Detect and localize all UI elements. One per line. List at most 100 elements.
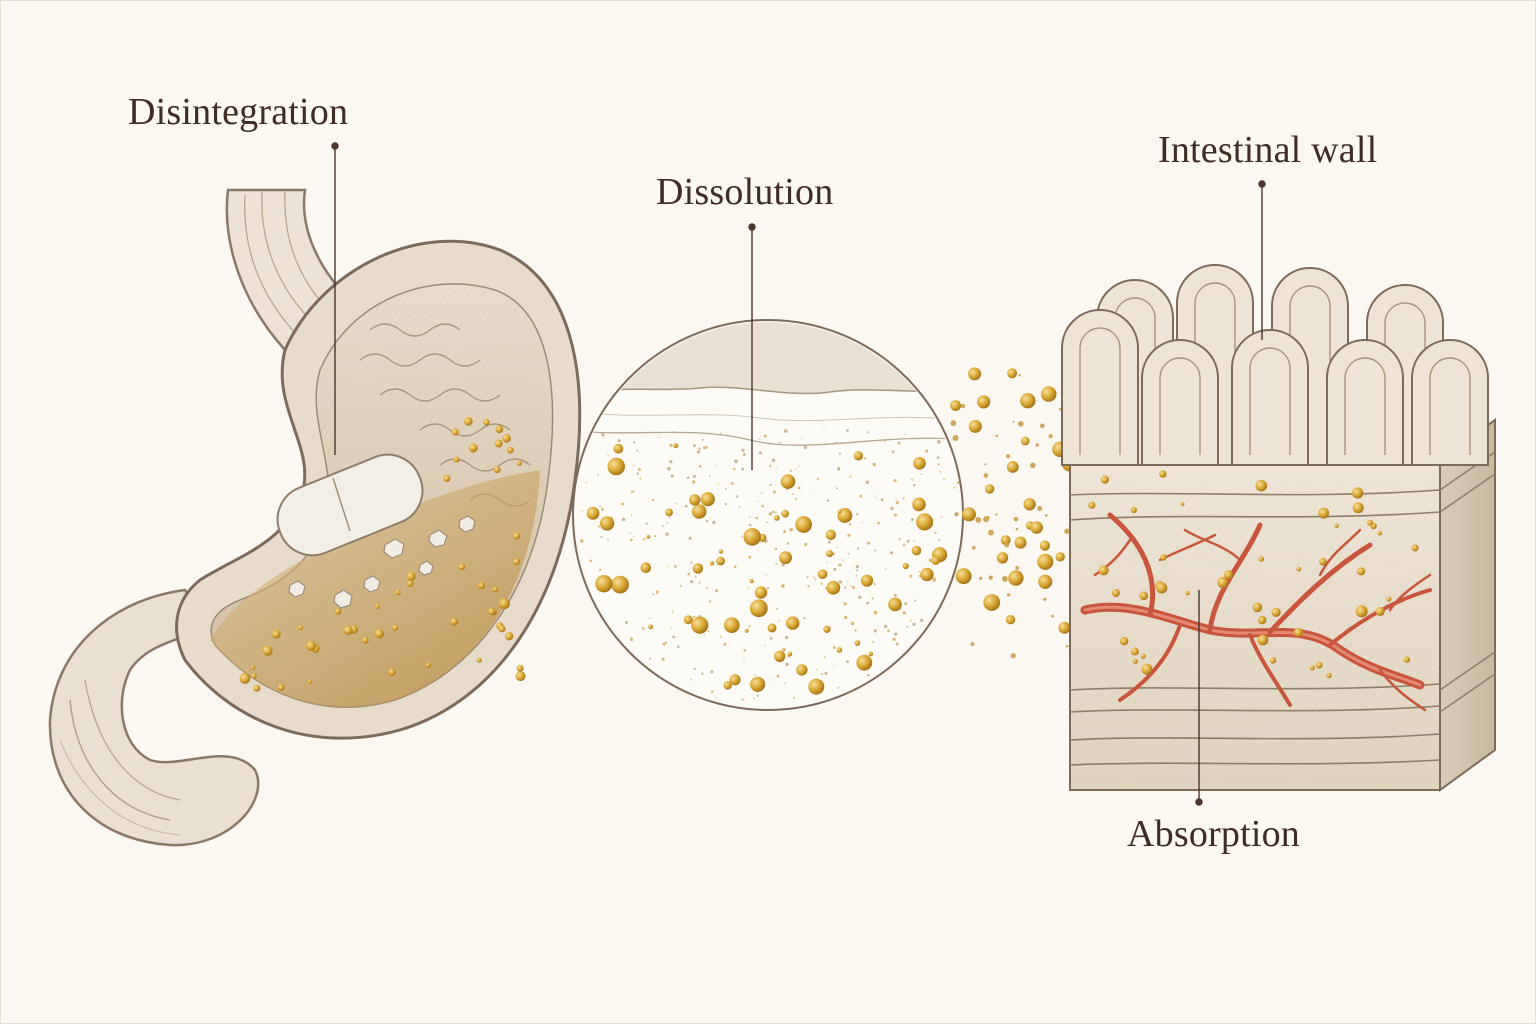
- intestinal-wall-illustration: [1061, 264, 1496, 792]
- drug-particle: [308, 679, 312, 684]
- speck: [668, 516, 671, 519]
- drug-particle: [1139, 591, 1149, 601]
- speck: [816, 668, 818, 671]
- speck: [918, 571, 920, 573]
- speck: [645, 522, 648, 525]
- drug-particle: [825, 529, 837, 541]
- speck: [847, 581, 849, 583]
- speck: [715, 696, 717, 699]
- speck: [730, 482, 734, 485]
- speck: [913, 540, 915, 542]
- speck: [621, 502, 625, 506]
- speck: [665, 532, 669, 536]
- drug-particle: [395, 590, 401, 596]
- drug-particle: [1352, 502, 1364, 514]
- speck: [741, 535, 743, 538]
- drug-particle: [406, 580, 414, 587]
- speck: [669, 460, 673, 464]
- drug-particle: [1051, 614, 1054, 618]
- speck: [837, 686, 840, 689]
- speck: [953, 487, 956, 489]
- drug-particle: [975, 517, 982, 523]
- speck: [715, 465, 717, 467]
- speck: [865, 480, 870, 484]
- speck: [784, 682, 787, 685]
- drug-particle: [1018, 374, 1021, 377]
- drug-particle: [504, 632, 514, 641]
- speck: [651, 498, 655, 502]
- drug-particle: [1252, 602, 1263, 613]
- drug-particle: [774, 650, 786, 662]
- speck: [895, 642, 899, 646]
- drug-particle: [493, 466, 501, 474]
- speck: [937, 463, 940, 466]
- speck: [738, 506, 741, 508]
- speck: [768, 512, 773, 516]
- drug-particle: [955, 568, 972, 585]
- speck: [893, 593, 898, 597]
- drug-particle: [860, 574, 874, 587]
- drug-particle: [1058, 408, 1062, 411]
- speck: [803, 445, 808, 450]
- speck: [690, 678, 692, 681]
- drug-particle: [954, 512, 959, 517]
- leader-lines: [331, 142, 1266, 806]
- drug-particle: [957, 481, 960, 484]
- speck: [838, 580, 843, 584]
- drug-particle: [988, 529, 994, 536]
- speck: [832, 646, 836, 649]
- drug-particle: [478, 582, 485, 590]
- speck: [743, 649, 746, 652]
- drug-particle: [1119, 637, 1129, 646]
- speck: [852, 442, 855, 444]
- drug-particle: [779, 551, 792, 565]
- speck: [710, 690, 714, 693]
- speck: [754, 674, 756, 676]
- villus-core: [1194, 282, 1236, 455]
- drug-particle: [513, 532, 521, 540]
- drug-particle: [1018, 421, 1024, 427]
- speck: [639, 477, 642, 480]
- drug-particle: [1064, 528, 1070, 534]
- drug-particle: [665, 508, 673, 517]
- drug-particle: [599, 516, 615, 531]
- drug-particle: [795, 516, 812, 533]
- speck: [872, 640, 875, 643]
- villi: [1061, 264, 1489, 466]
- speck: [792, 493, 795, 495]
- speck: [847, 552, 850, 555]
- speck: [629, 532, 631, 534]
- drug-particle: [516, 664, 524, 672]
- speck: [621, 517, 626, 522]
- drug-particle: [1037, 553, 1054, 570]
- speck: [872, 462, 876, 467]
- drug-particle: [483, 418, 490, 426]
- speck: [601, 507, 604, 510]
- drug-particle: [826, 550, 834, 558]
- drug-particle: [1040, 386, 1057, 402]
- drug-particle: [1100, 475, 1109, 484]
- drug-particle: [1258, 615, 1267, 625]
- speck: [885, 568, 887, 570]
- speck: [741, 698, 744, 701]
- speck: [733, 467, 736, 471]
- villus-core: [1249, 347, 1291, 455]
- speck: [664, 641, 668, 644]
- drug-particle: [463, 416, 473, 426]
- speck: [902, 611, 906, 615]
- speck: [910, 518, 914, 522]
- speck: [884, 439, 886, 442]
- drug-particle: [502, 434, 511, 443]
- drug-particle: [1357, 567, 1366, 576]
- speck: [778, 620, 780, 622]
- drug-particle: [837, 509, 842, 514]
- villus-core: [1079, 327, 1121, 455]
- drug-particle: [613, 443, 624, 454]
- speck: [607, 454, 609, 457]
- drug-particle: [1224, 570, 1234, 580]
- drug-particle: [902, 562, 909, 570]
- villus: [1411, 339, 1489, 466]
- drug-particle: [1185, 590, 1190, 596]
- speck: [669, 443, 673, 447]
- drug-particle: [983, 594, 1001, 611]
